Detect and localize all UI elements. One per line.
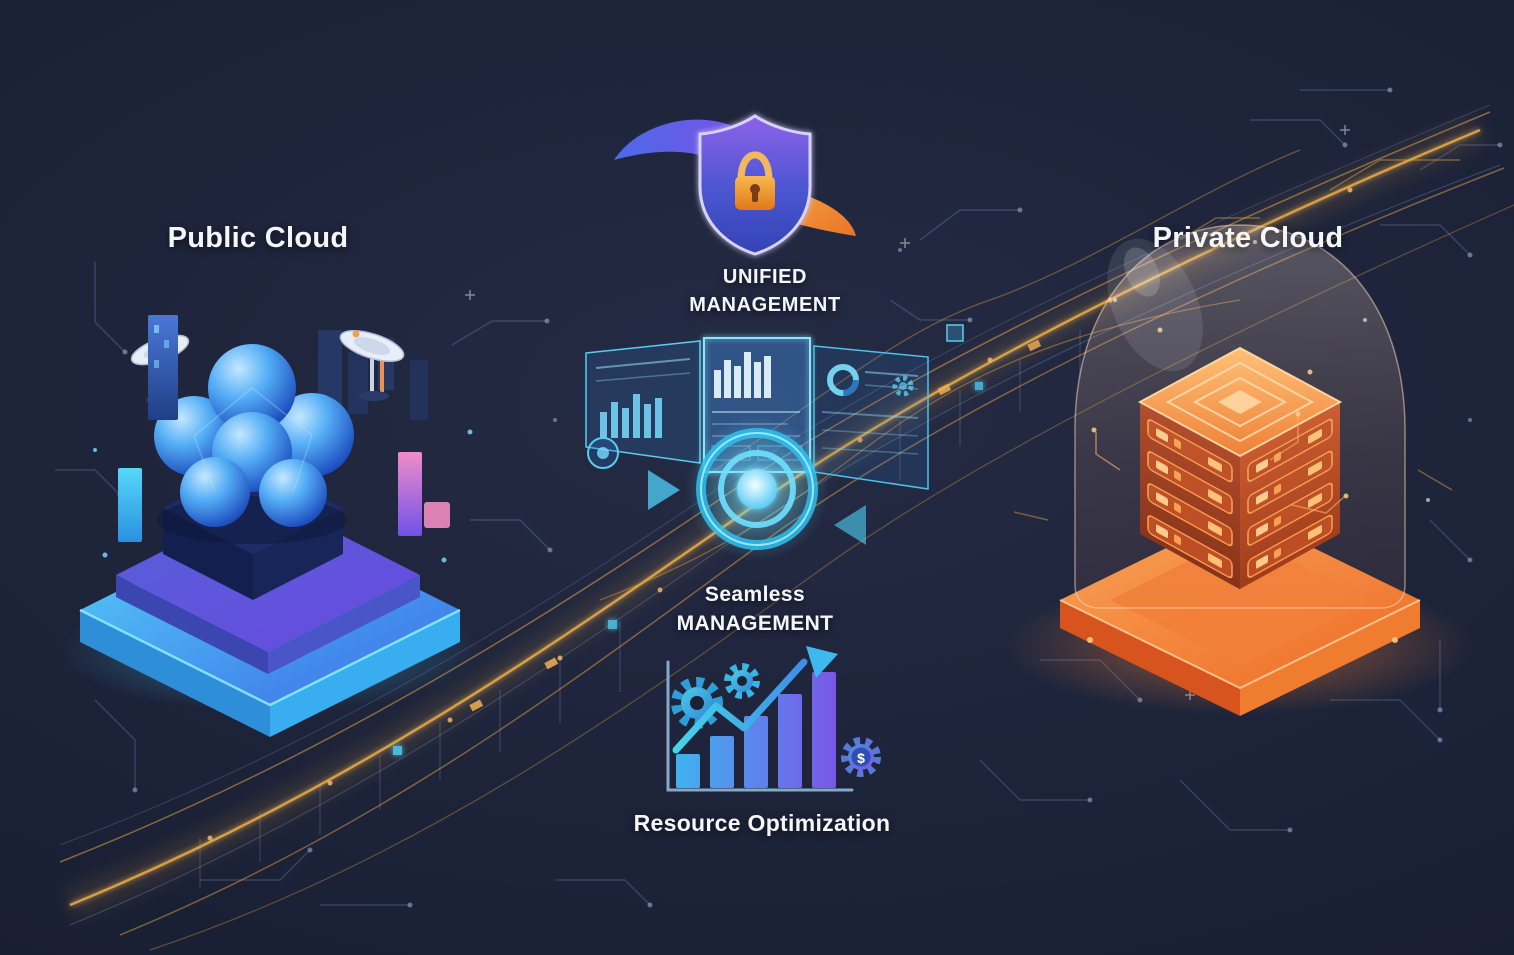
trend-arrow-icon [672, 646, 838, 754]
dollar-gear-icon: $ [841, 737, 881, 777]
unified-management-label: UNIFIED MANAGEMENT [689, 263, 841, 319]
unified-management-line1: UNIFIED [722, 266, 808, 288]
dashboard-monitor-right [813, 345, 929, 490]
seamless-management-line1: Seamless [704, 583, 806, 606]
growth-chart-icon [676, 672, 836, 788]
chart-axes [666, 660, 854, 792]
resource-optimization-label: Resource Optimization [633, 810, 891, 836]
private-cloud-illustration [1005, 224, 1475, 716]
gear-icon [724, 663, 760, 699]
shield-lock-icon [614, 114, 856, 256]
data-portal-icon [648, 417, 866, 561]
data-packet-icon [393, 339, 1042, 755]
seamless-management-line2: MANAGEMENT [676, 612, 834, 635]
dollar-symbol: $ [857, 750, 865, 766]
private-cloud-label: Private Cloud [1152, 222, 1344, 254]
seamless-management-label: Seamless MANAGEMENT [677, 580, 834, 638]
unified-management-line2: MANAGEMENT [689, 294, 841, 316]
city-buildings [118, 315, 450, 542]
chip-icon [946, 324, 964, 342]
resource-optimization-icon: $ [666, 646, 881, 792]
gear-icon [671, 677, 723, 729]
public-cloud-label: Public Cloud [167, 222, 349, 254]
gear-icon [892, 375, 914, 397]
public-cloud-illustration [60, 315, 480, 737]
dashboard-monitor-left [585, 340, 701, 469]
server-dome-icon [1074, 224, 1406, 609]
satellite-dish-icon [339, 329, 405, 401]
